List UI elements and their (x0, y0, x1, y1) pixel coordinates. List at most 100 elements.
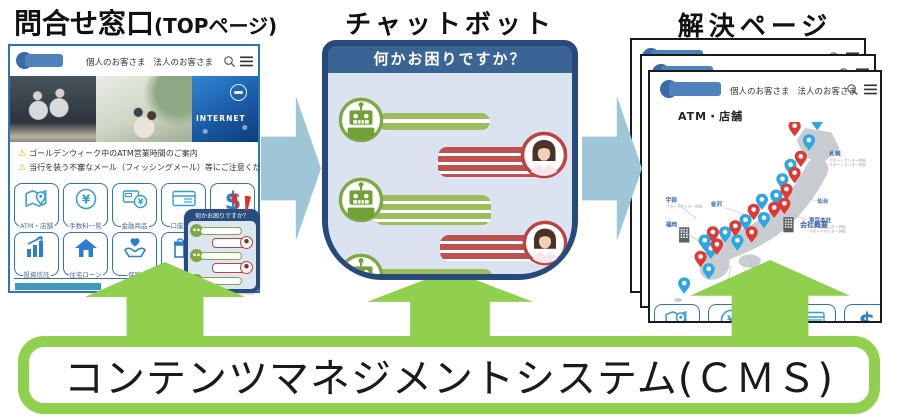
tile-foreign-exchange[interactable]: $ (844, 304, 880, 323)
dollar-icon: $ (859, 308, 876, 323)
tile-investment-trust[interactable]: 投資信託 (14, 232, 59, 279)
cms-label: コンテンツマネジメントシステム(ＣＭＳ) (63, 356, 834, 402)
home-icon (74, 239, 97, 257)
tile-home-loan[interactable]: 住宅ローン (63, 232, 108, 279)
svg-text:¥: ¥ (137, 198, 143, 207)
tile-label: 住宅ローン (68, 269, 103, 279)
chatbot-widget-header: 何かお困りですか？ (194, 213, 249, 220)
site-header: 個人のお客さま法人のお客さま (10, 46, 258, 76)
mini-user-avatar (240, 261, 253, 274)
map-leader-line (677, 203, 697, 220)
search-icon[interactable] (846, 83, 859, 96)
chatbot-conversation (328, 73, 572, 274)
robot-avatar (338, 177, 384, 223)
nav-corporate-link[interactable]: 法人のお客さま (153, 58, 214, 68)
map-annotation: サポートセンター併設 (829, 162, 866, 167)
tile-atm-stores[interactable] (654, 304, 700, 321)
top-page-window: 個人のお客さま法人のお客さま INTERNET ⚠ ゴールデンウィーク中のATM… (8, 44, 277, 293)
site-logo-bar[interactable] (669, 82, 721, 96)
atm-map-pin-icon (24, 189, 46, 208)
bot-message-bubble (374, 195, 491, 225)
passbook-icon (171, 190, 196, 207)
map-annotation: サポートセンター併設 (809, 224, 846, 229)
notice-text: 当行を装う不審なメール（フィッシングメール）等にご注意ください (29, 163, 277, 172)
tile-atm-stores[interactable]: ATM・店舗 (14, 183, 59, 230)
tile-financial-products[interactable]: ¥ 金融商品 (112, 183, 157, 230)
company-overview-link[interactable]: 会社概要 (800, 221, 828, 229)
header-nav: 個人のお客さま法人のお客さま (730, 87, 858, 97)
building-icon (783, 217, 794, 233)
hero-carousel[interactable]: INTERNET (10, 76, 258, 142)
map-city-label: 東京本社 (809, 216, 832, 224)
map-city-label: 福岡 (665, 220, 678, 228)
mini-bot-avatar (190, 224, 203, 237)
tile-label: ATM・店舗 (18, 220, 55, 230)
tile-label: 口座開設 (169, 220, 198, 230)
user-avatar (520, 131, 568, 179)
tile-label: 手数料一覧 (68, 220, 103, 230)
header-nav: 個人のお客さま法人のお客さま (86, 56, 221, 68)
notice-item[interactable]: ⚠ ゴールデンウィーク中のATM営業時間のご案内 (18, 148, 198, 159)
chatbot-header: 何かお困りですか？ (373, 50, 527, 68)
bot-message-bubble (374, 269, 493, 274)
tile-insurance[interactable]: 保険 (112, 232, 157, 279)
map-annotation: サポートセンター併設 (666, 203, 703, 208)
chatbot-widget[interactable]: 何かお困りですか？ (184, 209, 260, 293)
mini-user-avatar (240, 236, 253, 249)
map-leader-line (794, 191, 816, 202)
map-annotation: サポートセンター併設 (809, 229, 846, 234)
cms-bar: コンテンツマネジメントシステム(ＣＭＳ) (18, 336, 880, 414)
mini-bot-bubble (200, 227, 242, 235)
map-city-label: 金沢 (710, 200, 723, 208)
nav-personal-link[interactable]: 個人のお客さま (86, 58, 146, 68)
map-city-label: 札幌 (828, 150, 841, 158)
robot-avatar (338, 97, 384, 143)
chart-icon (26, 236, 43, 257)
map-city-label: 宇部 (666, 196, 678, 204)
map-leader-line (825, 152, 829, 155)
tile-label: 保険 (127, 269, 142, 279)
menu-icon[interactable] (864, 84, 877, 95)
notice-text: ゴールデンウィーク中のATM営業時間のご案内 (29, 149, 198, 158)
left-title-suffix: (TOPページ) (154, 14, 278, 38)
map-leader-line (790, 213, 808, 221)
svg-text:¥: ¥ (81, 193, 90, 207)
search-icon[interactable] (223, 55, 236, 68)
hero-internet-label: INTERNET (196, 114, 246, 123)
card-yen-icon: ¥ (122, 190, 147, 209)
map-pin (678, 277, 691, 294)
map-annotation: サポートセンター併設 (829, 157, 866, 162)
hero-photo-internet: INTERNET (192, 76, 258, 142)
bot-message-bubble (378, 113, 490, 130)
mini-bot-bubble (200, 252, 242, 260)
svg-text:$: $ (859, 308, 876, 323)
chatbot-panel: 何かお困りですか？ (322, 40, 578, 280)
robot-avatar (338, 253, 384, 274)
hero-photo-business (10, 76, 96, 142)
footer-bar (15, 283, 101, 290)
right-section-title: 解決ページ (677, 12, 833, 42)
chatbot-widget-body (188, 221, 256, 289)
mini-bot-avatar (190, 249, 203, 262)
site-logo-bar[interactable] (25, 54, 63, 67)
map-city-label: 仙台 (817, 197, 829, 205)
tile-account-opening[interactable]: 口座開設 (161, 183, 206, 230)
tile-fees[interactable]: ¥ 手数料一覧 (63, 183, 108, 230)
flow-arrow-left-to-chatbot (261, 96, 321, 241)
left-section-title: 問合せ窓口(TOPページ) (14, 2, 277, 42)
svg-text:¥: ¥ (727, 314, 736, 324)
tile-label: 投資信託 (22, 269, 51, 279)
car-icon (230, 84, 247, 101)
notice-item[interactable]: ⚠ 当行を装う不審なメール（フィッシングメール）等にご注意ください (18, 162, 277, 173)
warning-icon: ⚠ (18, 148, 27, 159)
insurance-hands-icon (123, 238, 146, 258)
user-avatar (522, 220, 568, 266)
warning-icon: ⚠ (18, 162, 27, 173)
yen-circle-icon: ¥ (75, 188, 96, 210)
hero-photo-meeting (96, 76, 192, 142)
page-heading: ATM・店舗 (678, 110, 744, 123)
left-title-main: 問合せ窓口 (14, 7, 155, 40)
center-section-title: チャットボット (345, 10, 555, 40)
menu-icon[interactable] (240, 56, 253, 67)
